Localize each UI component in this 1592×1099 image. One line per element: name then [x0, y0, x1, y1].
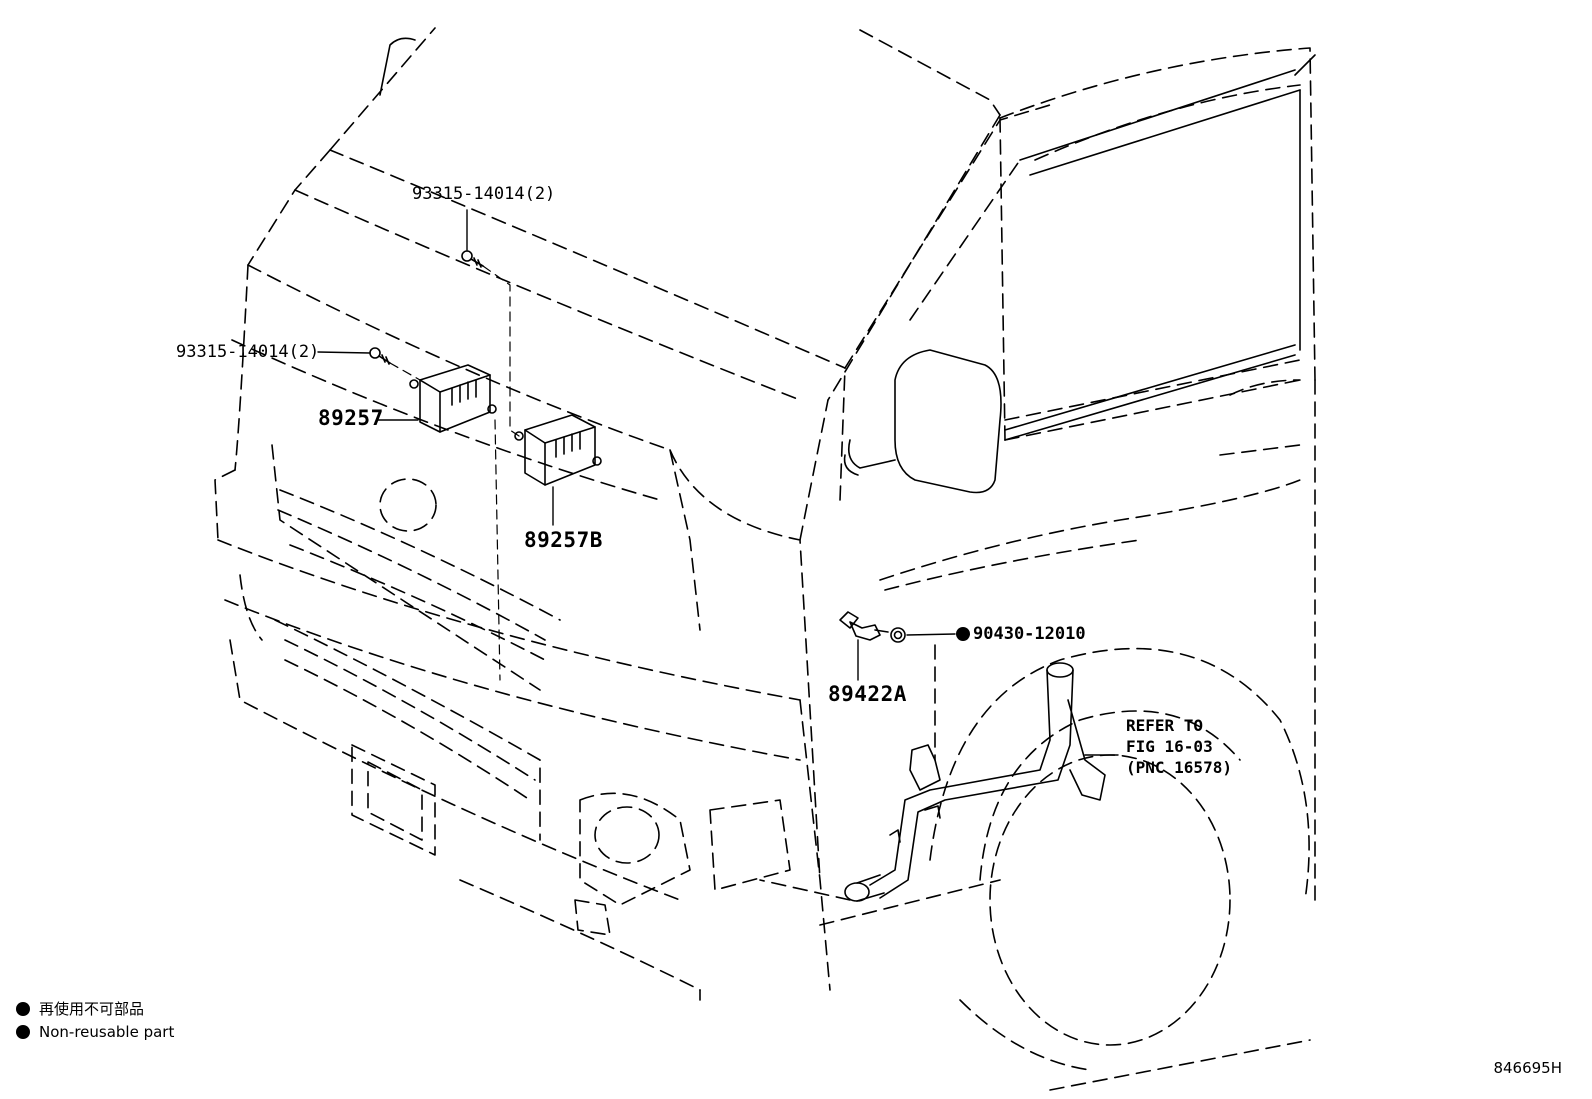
- side-mirror: [843, 349, 1002, 494]
- sensor-89422a-drawing: [839, 611, 906, 643]
- legend-non-reusable-jp: 再使用不可部品: [16, 998, 144, 1019]
- module-89257-drawing: [409, 364, 497, 433]
- hose-assembly-drawing: [844, 662, 1106, 902]
- callout-part-89257b: 89257B: [524, 528, 603, 552]
- assembly-guide-lines: [389, 265, 520, 681]
- diagram-id: 846695H: [1493, 1059, 1562, 1077]
- module-89257b-drawing: [514, 414, 602, 486]
- non-reusable-marker-icon: [956, 627, 970, 641]
- callout-gasket: 90430-12010: [973, 624, 1086, 644]
- bolt-left-drawing: [369, 347, 391, 365]
- legend-non-reusable-en: Non-reusable part: [16, 1023, 174, 1041]
- callout-bolt-left: 93315-14014(2): [176, 342, 320, 362]
- refer-line-3: (PNC 16578): [1126, 758, 1232, 777]
- callout-part-89257: 89257: [318, 406, 384, 430]
- vehicle-body-outline: [214, 27, 1316, 1091]
- callout-sensor: 89422A: [828, 682, 907, 706]
- refer-line-2: FIG 16-03: [1126, 737, 1213, 756]
- filled-circle-icon: [16, 1025, 30, 1039]
- refer-line-1: REFER TO: [1126, 716, 1204, 735]
- filled-circle-icon: [16, 1002, 30, 1016]
- legend-en-text: Non-reusable part: [39, 1023, 175, 1041]
- legend-jp-text: 再使用不可部品: [39, 1000, 145, 1018]
- vehicle-solid-details: [379, 37, 1316, 441]
- bolt-upper-drawing: [461, 250, 484, 268]
- leader-lines: [317, 209, 1119, 756]
- callout-bolt-upper: 93315-14014(2): [412, 184, 556, 204]
